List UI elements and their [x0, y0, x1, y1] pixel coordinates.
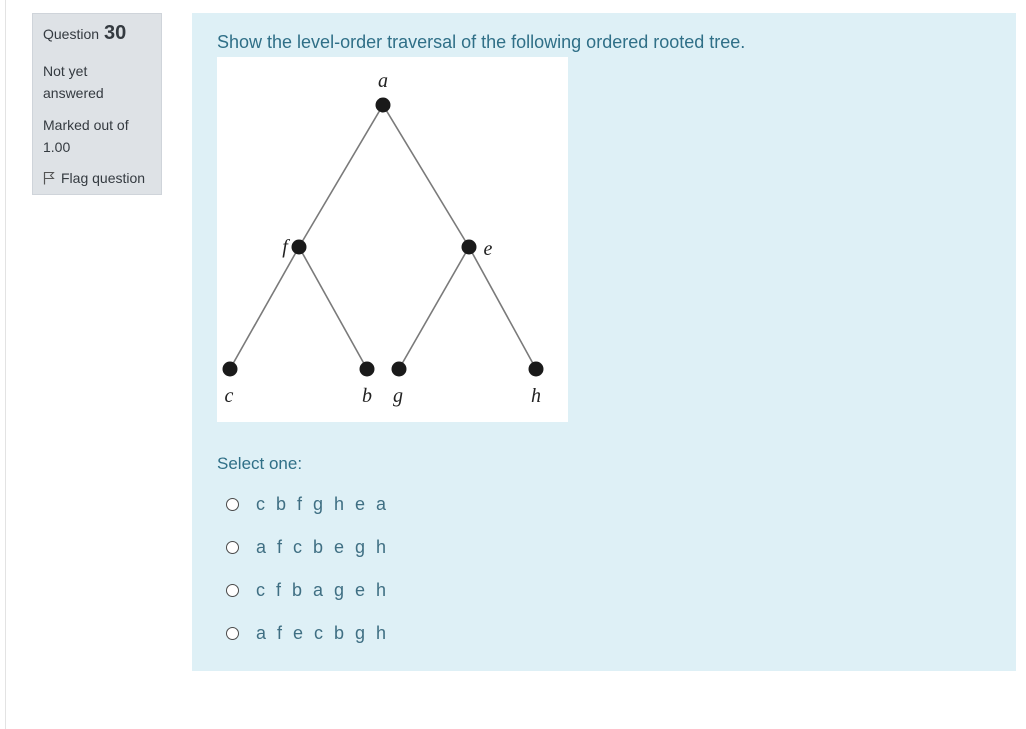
answer-options: c b f g h e a a f c b e g h c f b a g e h a…: [226, 483, 389, 655]
radio-button[interactable]: [226, 498, 239, 511]
answer-option-label: c f b a g e h: [256, 580, 390, 600]
tree-node-label-c: c: [225, 385, 234, 407]
left-divider: [5, 0, 6, 729]
tree-node-f: [291, 239, 307, 255]
question-text: Show the level-order traversal of the fo…: [217, 32, 746, 52]
tree-edge-f-c: [229, 246, 300, 370]
tree-edge-e-g: [398, 246, 470, 370]
radio-button[interactable]: [226, 627, 239, 640]
question-label: Question: [43, 26, 100, 42]
tree-node-c: [222, 361, 238, 377]
question-state: Not yet answered: [43, 60, 151, 104]
question-info-panel: Question 30 Not yet answered Marked out …: [32, 13, 162, 195]
select-one-prompt: Select one:: [217, 454, 303, 473]
tree-node-label-g: g: [393, 385, 403, 407]
state-line-2: answered: [43, 85, 104, 101]
answer-option[interactable]: c b f g h e a: [226, 483, 389, 526]
grade-line-1: Marked out of: [43, 117, 129, 133]
question-number: 30: [104, 22, 127, 44]
question-number-heading: Question 30: [43, 22, 151, 48]
tree-node-label-a: a: [378, 70, 388, 92]
tree-edge-a-e: [382, 104, 470, 248]
answer-option-label: c b f g h e a: [256, 494, 390, 514]
tree-node-g: [391, 361, 407, 377]
tree-node-label-f: f: [282, 236, 290, 258]
tree-node-b: [359, 361, 375, 377]
flag-icon: [43, 171, 55, 185]
tree-node-label-e: e: [484, 238, 493, 260]
tree-node-label-h: h: [531, 385, 541, 407]
tree-edge-f-b: [298, 246, 368, 370]
flag-label: Flag question: [61, 170, 146, 186]
answer-option-label: a f c b e g h: [256, 537, 390, 557]
answer-option[interactable]: a f c b e g h: [226, 526, 389, 569]
tree-node-label-b: b: [362, 385, 372, 407]
radio-button[interactable]: [226, 584, 239, 597]
radio-button[interactable]: [226, 541, 239, 554]
tree-node-a: [375, 97, 391, 113]
tree-edge-e-h: [468, 246, 537, 370]
tree-node-h: [528, 361, 544, 377]
answer-option[interactable]: c f b a g e h: [226, 569, 389, 612]
state-line-1: Not yet: [43, 63, 88, 79]
question-grade: Marked out of 1.00: [43, 114, 151, 158]
flag-question-button[interactable]: Flag question: [43, 170, 151, 186]
answer-option-label: a f e c b g h: [256, 623, 390, 643]
tree-node-e: [461, 239, 477, 255]
tree-edge-a-f: [298, 104, 384, 248]
question-content: Show the level-order traversal of the fo…: [192, 13, 1016, 671]
answer-option[interactable]: a f e c b g h: [226, 612, 389, 655]
grade-line-2: 1.00: [43, 139, 71, 155]
